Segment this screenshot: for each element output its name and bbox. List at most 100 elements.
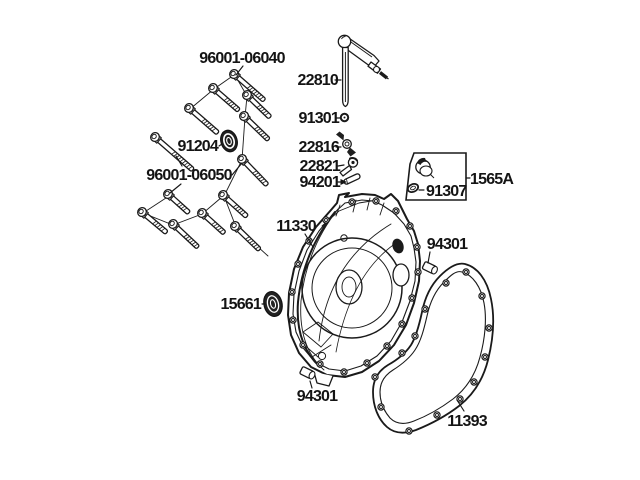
leader-line xyxy=(456,399,465,412)
bolt-hole-inner xyxy=(291,318,295,322)
bolt-drawing-96001-06040 xyxy=(229,68,266,103)
diagram-shape xyxy=(203,120,208,124)
bolt-hole-inner xyxy=(290,290,294,294)
bolt-drawing-96001-06040 xyxy=(242,89,272,119)
dowel-pin-bottom-drawing xyxy=(299,366,316,380)
diagram-shape xyxy=(417,157,427,165)
diagram-shape xyxy=(260,108,265,112)
leader-line xyxy=(235,65,244,76)
bolt-hole xyxy=(406,222,414,230)
diagram-shape xyxy=(215,225,220,229)
bolt-hole xyxy=(299,341,307,349)
diagram-shape xyxy=(258,106,263,110)
oring-91301-drawing xyxy=(339,112,350,123)
bolt-drawing-96001-06050 xyxy=(163,188,191,215)
leader-arrowhead xyxy=(340,179,347,185)
leader-line xyxy=(175,155,183,167)
bolt-hole-inner xyxy=(415,245,419,249)
diagram-shape xyxy=(169,220,175,227)
bolt-hole xyxy=(348,198,356,206)
cover-oval-hole xyxy=(392,263,410,287)
bolt-hole xyxy=(442,279,450,287)
bolt-hole-inner xyxy=(472,380,476,384)
bolt-hole xyxy=(411,332,419,340)
part-label-15661: 15661 xyxy=(221,296,262,313)
diagram-shape xyxy=(183,207,187,211)
diagram-shape xyxy=(230,70,236,77)
bolt-hole xyxy=(383,342,391,350)
diagram-shape xyxy=(340,234,348,242)
part-label-91301: 91301 xyxy=(299,110,340,127)
diagram-shape xyxy=(185,236,190,240)
oil-switch-91307-drawing xyxy=(415,157,435,179)
gasket-bolt-holes xyxy=(371,268,493,435)
diagram-shape xyxy=(182,160,186,164)
bolt-hole-inner xyxy=(350,200,354,204)
bolt-hole-inner xyxy=(365,361,369,365)
diagram-shape xyxy=(335,240,400,353)
diagram-shape xyxy=(159,226,163,230)
diagram-shape xyxy=(258,130,263,134)
diagram-shape xyxy=(187,238,192,242)
bolt-hole-inner xyxy=(342,370,346,374)
diagram-shape xyxy=(406,182,420,194)
diagram-shape xyxy=(238,155,244,162)
bolt-hole-inner xyxy=(444,281,448,285)
bolt-hole xyxy=(405,427,413,435)
diagram-shape xyxy=(253,91,258,95)
bolt-hole xyxy=(377,403,385,411)
diagram-shape xyxy=(219,191,225,198)
part-label-11393: 11393 xyxy=(447,413,488,430)
bolt-hole xyxy=(485,324,493,332)
bolt-drawing-96001-06050 xyxy=(197,207,226,235)
diagram-shape xyxy=(233,204,238,208)
part-label-22816: 22816 xyxy=(299,139,340,156)
diagram-shape xyxy=(138,208,144,215)
bolt-hole xyxy=(322,216,330,224)
diagram-shape xyxy=(249,240,254,244)
diagram-shape xyxy=(209,84,215,91)
bolt-hole xyxy=(433,411,441,419)
diagram-shape xyxy=(313,371,334,387)
leader-line xyxy=(427,251,431,264)
diagram-shape xyxy=(258,176,263,180)
diagram-shape xyxy=(193,243,198,247)
diagram-shape xyxy=(243,91,249,98)
diagram-shape xyxy=(255,246,260,250)
diagram-shape xyxy=(183,234,188,238)
diagram-shape xyxy=(252,170,257,174)
diagram-shape xyxy=(161,228,165,232)
bolt-hole xyxy=(340,368,348,376)
diagram-shape xyxy=(189,240,194,243)
bolt-hole xyxy=(478,292,486,300)
oil-seal-91204-drawing xyxy=(220,129,238,153)
bolt-hole-inner xyxy=(480,294,484,298)
bolt-hole-inner xyxy=(318,362,322,366)
bolt-drawing-96001-06040 xyxy=(239,110,271,142)
bolt-hole-inner xyxy=(435,413,439,417)
bolt-hole xyxy=(398,320,406,328)
diagram-shape xyxy=(341,36,346,40)
diagram-shape xyxy=(178,204,183,208)
diagram-shape xyxy=(336,131,344,141)
diagram-shape xyxy=(343,173,361,185)
diagram-shape xyxy=(249,87,254,91)
diagram-shape xyxy=(185,104,191,111)
diagram-shape xyxy=(337,34,352,49)
diagram-shape xyxy=(186,164,191,168)
diagram-shape xyxy=(308,370,316,380)
leader-line xyxy=(218,143,223,147)
diagram-shape xyxy=(254,172,259,176)
bolt-hole-inner xyxy=(487,326,491,330)
diagram-shape xyxy=(300,208,339,371)
diagram-shape xyxy=(164,190,170,197)
bolt-hole xyxy=(398,349,406,357)
diagram-shape xyxy=(173,153,178,157)
diagram-shape xyxy=(287,192,421,378)
bolt-hole xyxy=(392,207,400,215)
diagram-shape xyxy=(143,213,169,235)
diagram-shape xyxy=(190,109,220,135)
diagram-shape xyxy=(260,132,265,136)
bolt-hole-inner xyxy=(324,218,328,222)
bolt-hole-inner xyxy=(423,307,427,311)
